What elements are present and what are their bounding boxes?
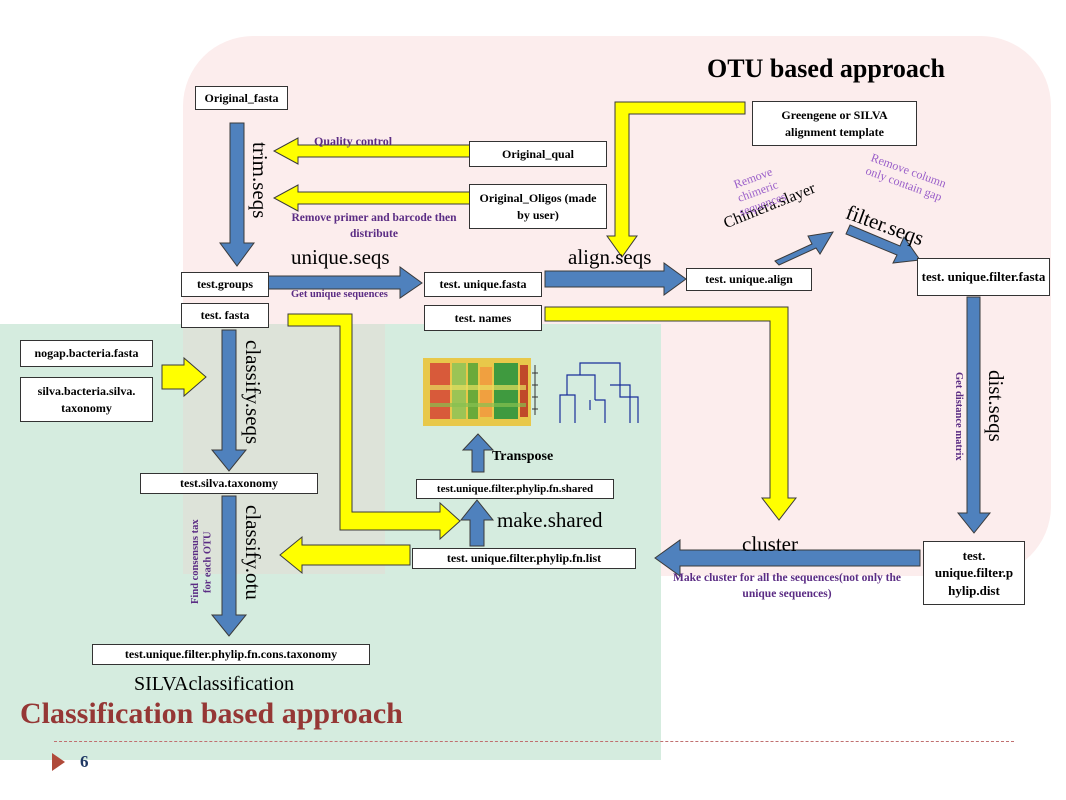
- box-test-shared: test.unique.filter.phylip.fn.shared: [416, 479, 614, 499]
- dendrogram: [559, 362, 639, 423]
- otu-title: OTU based approach: [707, 54, 945, 83]
- box-test-unique-filter-fasta: test. unique.filter.fasta: [917, 258, 1050, 296]
- box-test-cons-taxonomy: test.unique.filter.phylip.fn.cons.taxono…: [92, 644, 370, 665]
- label-classify-otu: classify.otu: [241, 505, 265, 600]
- arrow-names-to-cluster: [544, 306, 798, 521]
- box-greengene-silva: Greengene or SILVA alignment template: [752, 101, 917, 146]
- box-test-unique-align: test. unique.align: [686, 268, 812, 291]
- classification-title: Classification based approach: [20, 697, 403, 730]
- footer-triangle-icon: [52, 753, 65, 771]
- arrow-classify-otu: [210, 495, 248, 637]
- arrow-unique-seqs: [265, 266, 423, 299]
- note-remove-primer: Remove primer and barcode then distribut…: [291, 212, 457, 241]
- footer-divider: [54, 741, 1014, 742]
- heatmap-dendrogram-image: [423, 358, 639, 426]
- dendrogram-ticks: [532, 365, 538, 415]
- box-test-groups: test.groups: [181, 272, 269, 297]
- label-trim-seqs: trim.seqs: [248, 142, 272, 219]
- box-test-names: test. names: [424, 305, 542, 331]
- arrow-classify-seqs: [210, 329, 248, 472]
- note-find-consensus: Find consensus tax for each OTU: [190, 519, 214, 605]
- box-test-list: test. unique.filter.phylip.fn.list: [412, 548, 636, 569]
- arrow-make-shared: [459, 499, 495, 547]
- arrow-template-to-align: [606, 101, 746, 258]
- label-make-shared: make.shared: [497, 508, 603, 532]
- arrow-align-seqs: [544, 262, 687, 296]
- arrow-trim-seqs: [219, 122, 255, 267]
- box-test-dist: test. unique.filter.p hylip.dist: [923, 541, 1025, 605]
- box-test-fasta: test. fasta: [181, 303, 269, 328]
- page-number: 6: [80, 752, 89, 771]
- label-dist-seqs: dist.seqs: [984, 370, 1008, 442]
- note-quality-control: Quality control: [314, 134, 393, 148]
- box-original-oligos: Original_Oligos (made by user): [469, 184, 607, 229]
- box-test-silva-taxonomy: test.silva.taxonomy: [140, 473, 318, 494]
- arrow-nogap-to-classify: [161, 356, 207, 398]
- silva-classification-label: SILVAclassification: [134, 673, 294, 695]
- label-align-seqs: align.seqs: [568, 245, 652, 269]
- box-original-fasta: Original_fasta: [195, 86, 288, 110]
- arrow-cluster: [654, 539, 921, 577]
- arrow-quality-control: [272, 137, 471, 165]
- arrow-list-to-classify-otu: [279, 535, 411, 575]
- arrow-dist-seqs: [956, 296, 992, 534]
- label-unique-seqs: unique.seqs: [291, 245, 390, 269]
- label-transpose: Transpose: [492, 449, 554, 464]
- box-nogap-bacteria-fasta: nogap.bacteria.fasta: [20, 340, 153, 367]
- arrow-chimera-slayer: [774, 231, 834, 266]
- arrow-transpose: [461, 433, 495, 473]
- label-classify-seqs: classify.seqs: [241, 340, 265, 445]
- note-make-cluster: Make cluster for all the sequences(not o…: [673, 572, 901, 601]
- note-get-distance: Get distance matrix: [953, 372, 964, 461]
- arrow-remove-primer: [272, 184, 471, 212]
- arrow-fasta-to-shared: [287, 313, 461, 541]
- note-get-unique: Get unique sequences: [291, 289, 388, 300]
- label-cluster: cluster: [742, 532, 798, 556]
- box-test-unique-fasta: test. unique.fasta: [424, 272, 542, 297]
- arrow-filter-seqs: [845, 224, 921, 264]
- box-original-qual: Original_qual: [469, 141, 607, 167]
- heatmap-cells: [430, 363, 528, 419]
- box-silva-bacteria-taxonomy: silva.bacteria.silva. taxonomy: [20, 377, 153, 422]
